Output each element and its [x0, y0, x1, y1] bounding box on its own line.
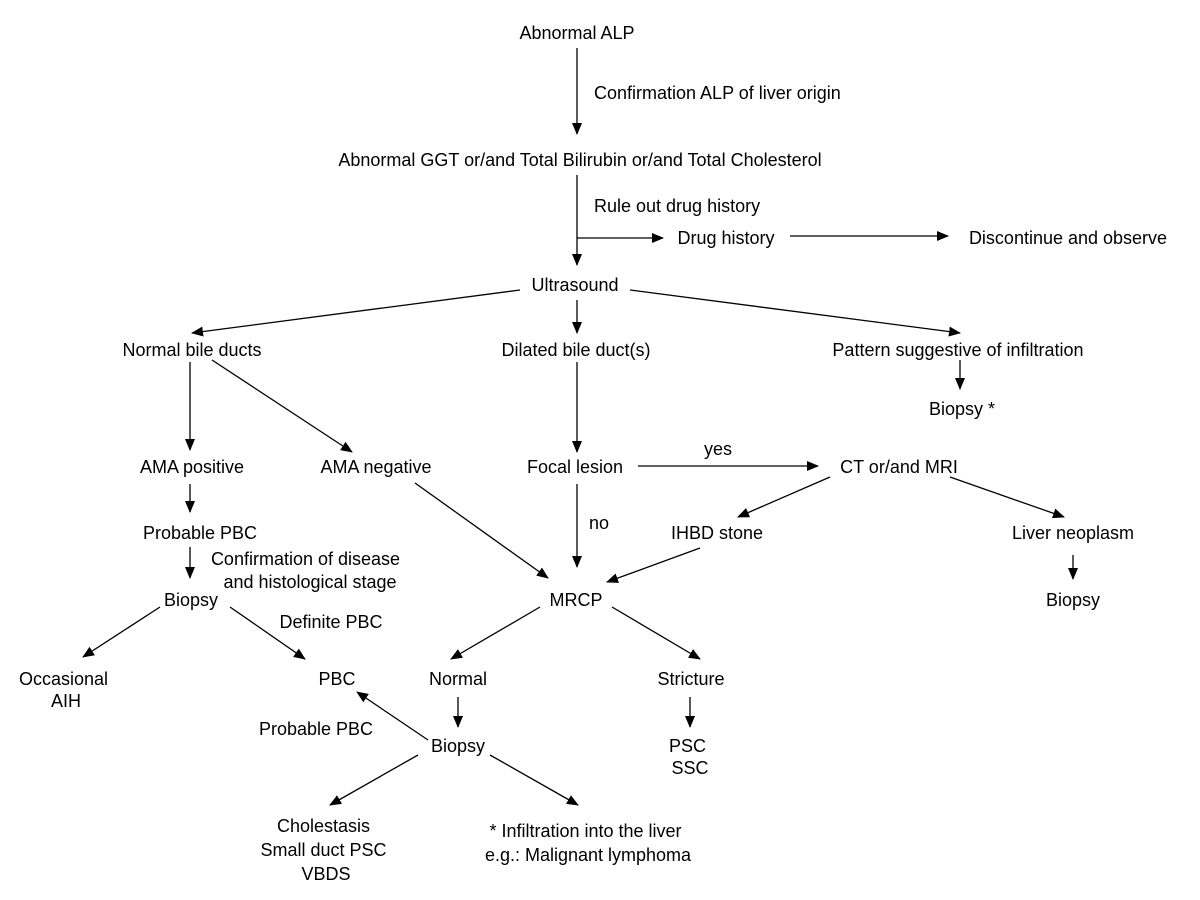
edge-label-confirmation-liver-origin: Confirmation ALP of liver origin — [594, 83, 841, 103]
node-ama-positive: AMA positive — [140, 457, 244, 477]
ssc-line: SSC — [671, 758, 708, 778]
node-probable-pbc: Probable PBC — [143, 523, 257, 543]
arrow-mrcp-to-stricture — [611, 606, 701, 660]
node-ultrasound: Ultrasound — [531, 275, 618, 295]
arrow-biopsy-to-infiltration — [489, 754, 579, 806]
node-pattern-infiltration: Pattern suggestive of infiltration — [832, 340, 1083, 360]
node-drug-history: Drug history — [677, 228, 774, 248]
footnote-line-2: e.g.: Malignant lymphoma — [485, 845, 692, 865]
arrow-biopsy-to-cholestasis — [329, 754, 419, 806]
occasional-aih-line-1: Occasional — [19, 669, 108, 689]
edge-label-yes: yes — [704, 439, 732, 459]
edge-label-definite-pbc: Definite PBC — [279, 612, 382, 632]
arrows — [82, 48, 1078, 806]
arrow-ama-neg-to-mrcp — [414, 482, 549, 579]
occasional-aih-line-2: AIH — [51, 691, 81, 711]
cholestasis-line-2: Small duct PSC — [260, 840, 386, 860]
confirmation-disease-line-2: and histological stage — [223, 572, 396, 592]
node-mrcp: MRCP — [550, 590, 603, 610]
psc-line: PSC — [669, 736, 706, 756]
arrow-ct-to-ihbd — [737, 476, 831, 518]
node-liver-neoplasm: Liver neoplasm — [1012, 523, 1134, 543]
edge-label-confirmation-disease: Confirmation of disease and histological… — [211, 549, 405, 592]
arrow-mrcp-to-normal — [450, 606, 541, 660]
node-ama-negative: AMA negative — [320, 457, 431, 477]
node-cholestasis: Cholestasis Small duct PSC VBDS — [260, 816, 391, 884]
node-focal-lesion: Focal lesion — [527, 457, 623, 477]
node-abnormal-ggt: Abnormal GGT or/and Total Bilirubin or/a… — [338, 150, 821, 170]
nodes: Abnormal ALP Abnormal GGT or/and Total B… — [19, 23, 1167, 884]
node-biopsy-neoplasm: Biopsy — [1046, 590, 1100, 610]
node-biopsy-pbc: Biopsy — [164, 590, 218, 610]
node-normal-bile-ducts: Normal bile ducts — [122, 340, 261, 360]
edge-label-no: no — [589, 513, 609, 533]
edge-label-rule-out-drug: Rule out drug history — [594, 196, 760, 216]
node-stricture: Stricture — [657, 669, 724, 689]
arrow-normal-ducts-to-ama-neg — [211, 359, 353, 453]
edge-label-probable-pbc: Probable PBC — [259, 719, 373, 739]
node-biopsy-infiltration: Biopsy * — [929, 399, 995, 419]
arrow-ct-to-neoplasm — [949, 476, 1065, 519]
arrow-ihbd-to-mrcp — [606, 547, 701, 583]
node-biopsy-normal: Biopsy — [431, 736, 485, 756]
node-occasional-aih: Occasional AIH — [19, 669, 113, 711]
node-ihbd-stone: IHBD stone — [671, 523, 763, 543]
node-discontinue: Discontinue and observe — [969, 228, 1167, 248]
arrow-biopsy-to-aih — [82, 606, 161, 658]
cholestasis-line-3: VBDS — [301, 864, 350, 884]
footnote-line-1: * Infiltration into the liver — [489, 821, 681, 841]
node-pbc: PBC — [318, 669, 355, 689]
arrow-biopsy-to-pbc — [229, 606, 306, 660]
node-infiltration-footnote: * Infiltration into the liver e.g.: Mali… — [485, 821, 692, 865]
confirmation-disease-line-1: Confirmation of disease — [211, 549, 400, 569]
node-ct-mri: CT or/and MRI — [840, 457, 958, 477]
node-psc-ssc: PSC SSC — [669, 736, 711, 778]
arrow-us-to-infiltration — [629, 289, 961, 337]
arrow-biopsy-to-pbc-probable — [356, 691, 429, 741]
edge-labels: Confirmation ALP of liver origin Rule ou… — [211, 83, 841, 739]
node-dilated-bile-ducts: Dilated bile duct(s) — [501, 340, 650, 360]
node-normal: Normal — [429, 669, 487, 689]
cholestasis-line-1: Cholestasis — [277, 816, 370, 836]
node-abnormal-alp: Abnormal ALP — [519, 23, 634, 43]
arrow-us-to-normal-ducts — [191, 289, 521, 337]
